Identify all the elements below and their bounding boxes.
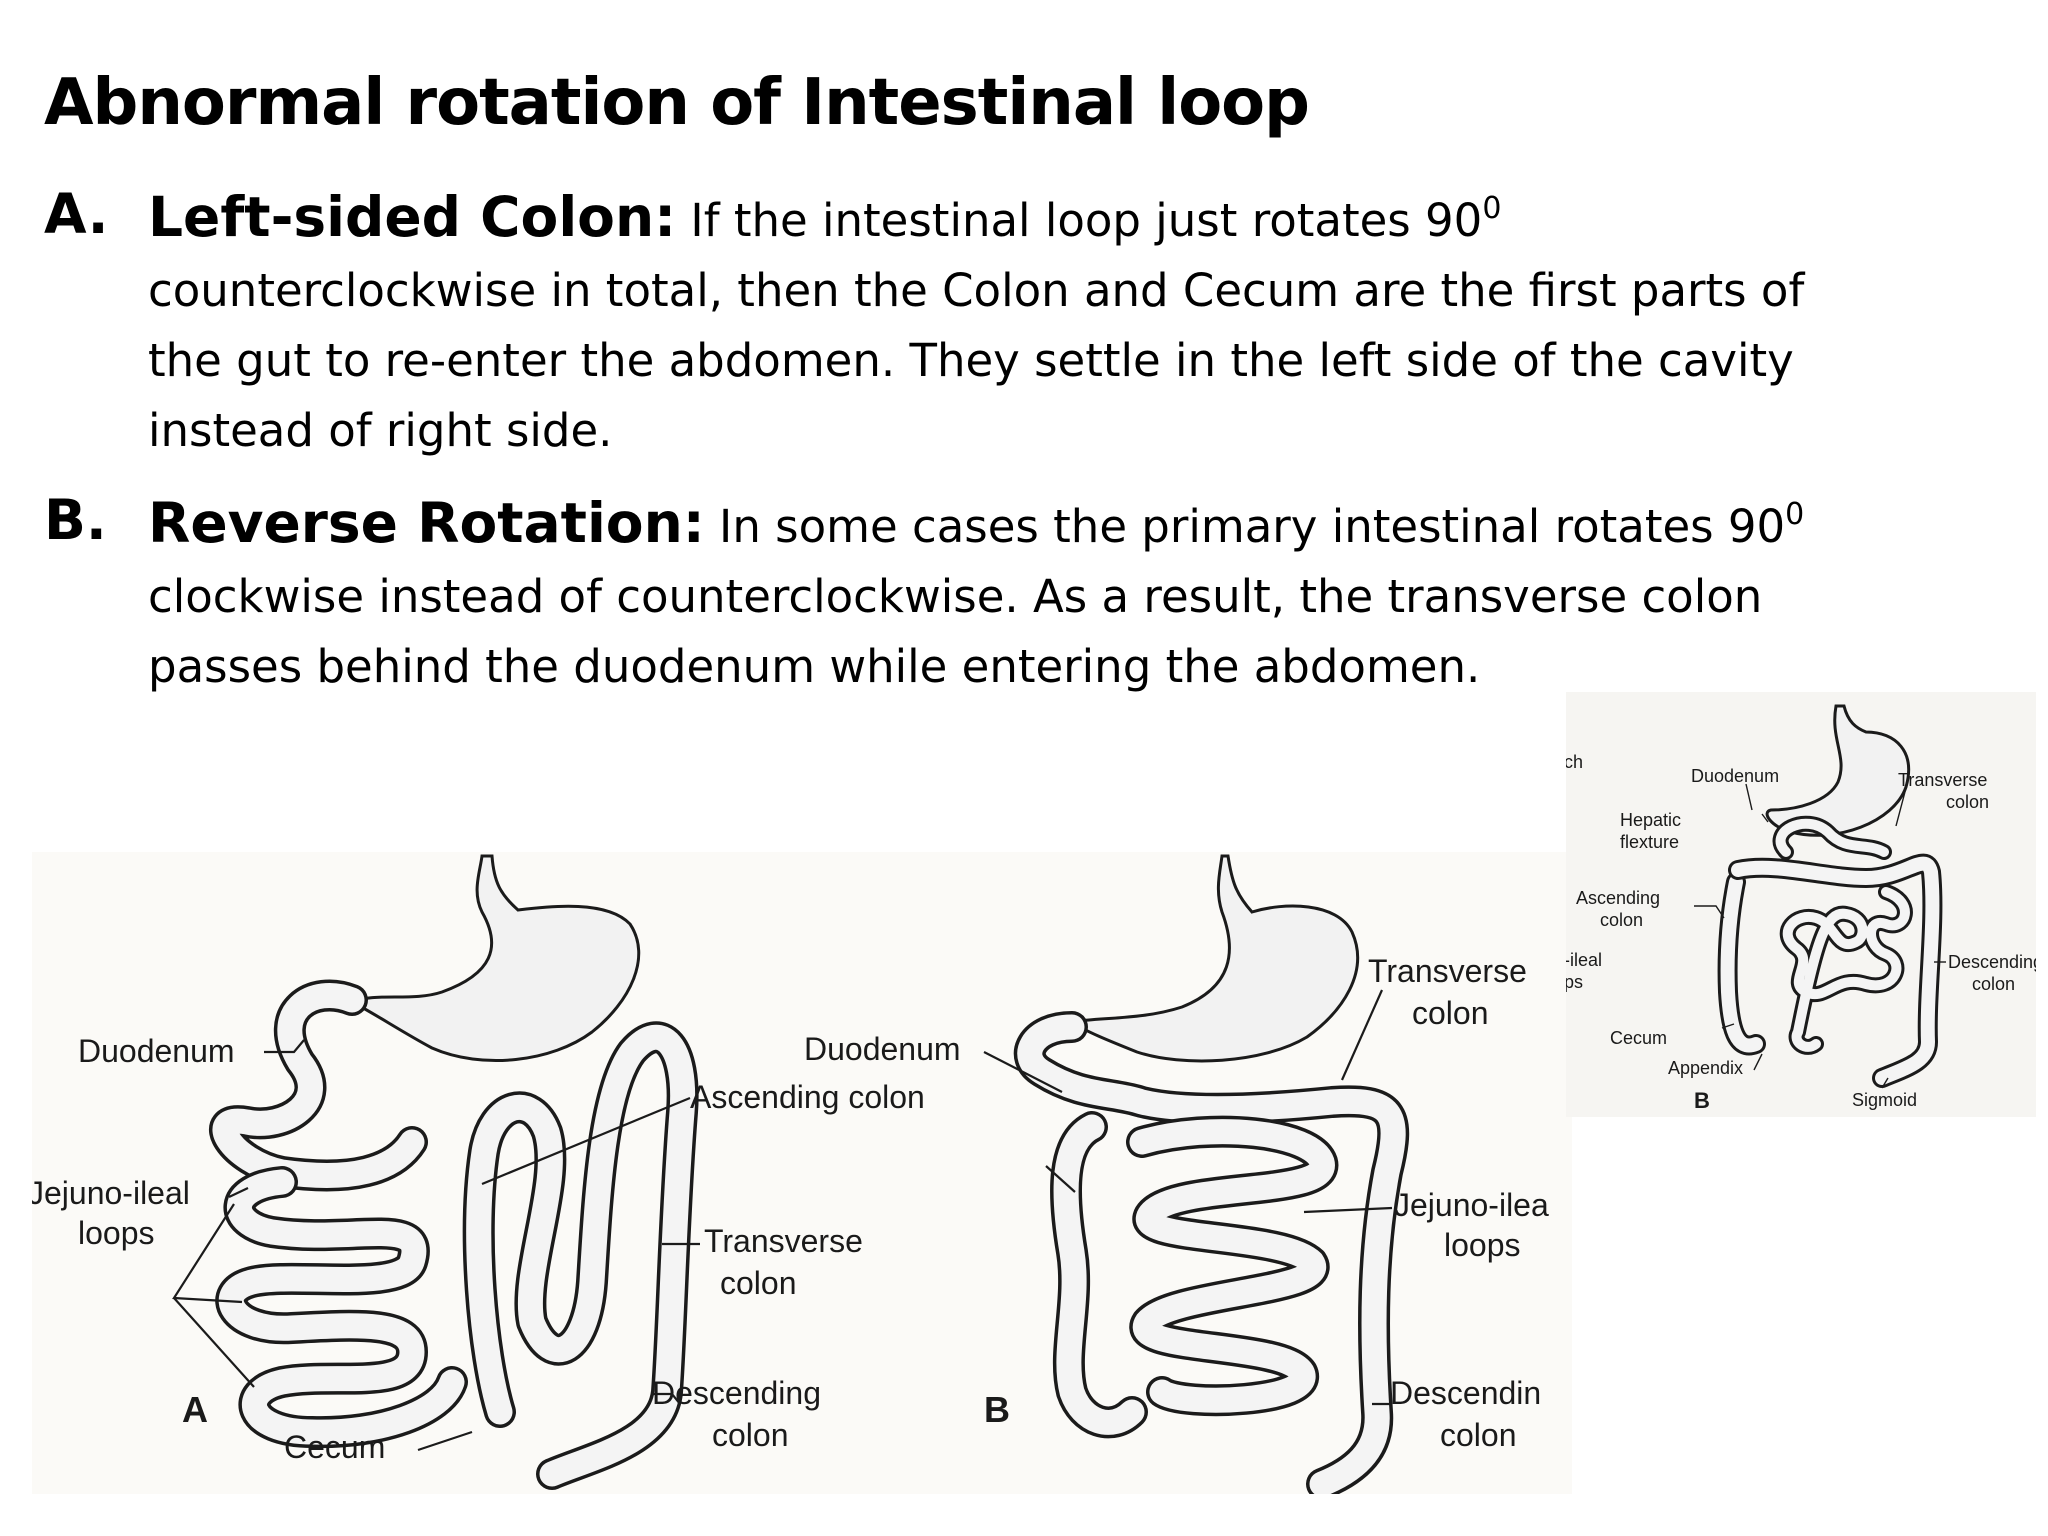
inset-label-ileal-line1: -ileal bbox=[1566, 950, 1602, 970]
inset-label-descending-line1: Descending bbox=[1948, 952, 2036, 972]
panel-a-letter: A bbox=[182, 1389, 208, 1430]
intestine-diagram-main-svg: Duodenum Jejuno-ileal loops Ascending co… bbox=[28, 854, 1549, 1500]
panel-b-stomach bbox=[1068, 854, 1359, 1063]
intestine-diagram-main: Duodenum Jejuno-ileal loops Ascending co… bbox=[28, 852, 1572, 1500]
bullet-text-b-part2: clockwise instead of counterclockwise. A… bbox=[148, 570, 1763, 693]
inset-label-ascending-line1: Ascending bbox=[1576, 888, 1660, 908]
label-b-jejuno-line1: Jejuno-ilea bbox=[1394, 1187, 1549, 1223]
label-a-ascending-colon: Ascending colon bbox=[690, 1079, 925, 1115]
degree-superscript-b: 0 bbox=[1785, 497, 1805, 532]
label-b-transverse-line2: colon bbox=[1412, 995, 1489, 1031]
intestine-diagram-inset-svg: ch Duodenum Hepatic flexture Transverse … bbox=[1564, 704, 2043, 1113]
inset-label-stomach-partial: ch bbox=[1566, 752, 1583, 772]
label-a-duodenum: Duodenum bbox=[78, 1033, 235, 1069]
inset-label-hepatic-line1: Hepatic bbox=[1620, 810, 1681, 830]
bullet-text-a-part1: If the intestinal loop just rotates 90 bbox=[676, 194, 1483, 247]
label-b-duodenum: Duodenum bbox=[804, 1031, 961, 1067]
bullet-item-a: A. Left-sided Colon: If the intestinal l… bbox=[44, 182, 1884, 466]
bullet-heading-a: Left-sided Colon: bbox=[148, 185, 677, 249]
slide-title: Abnormal rotation of Intestinal loop bbox=[44, 66, 1310, 140]
inset-label-duodenum: Duodenum bbox=[1691, 766, 1779, 786]
inset-label-hepatic-line2: flexture bbox=[1620, 832, 1679, 852]
bullet-text-a-part2: counterclockwise in total, then the Colo… bbox=[148, 264, 1805, 457]
inset-label-transverse-line2: colon bbox=[1946, 792, 1989, 812]
label-b-descending-line2: colon bbox=[1440, 1417, 1517, 1453]
panel-b-leader-lines bbox=[983, 989, 1393, 1406]
label-a-cecum: Cecum bbox=[284, 1429, 385, 1465]
inset-stomach bbox=[1765, 704, 1911, 837]
label-b-descending-line1: Descendin bbox=[1390, 1375, 1541, 1411]
bullet-text-b-part1: In some cases the primary intestinal rot… bbox=[704, 500, 1786, 553]
panel-a-stomach bbox=[348, 854, 641, 1062]
inset-label-ascending-line2: colon bbox=[1600, 910, 1643, 930]
panel-b-letter: B bbox=[984, 1389, 1010, 1430]
inset-label-cecum: Cecum bbox=[1610, 1028, 1667, 1048]
panel-a-leader-lines bbox=[172, 1039, 700, 1452]
bullet-item-b: B. Reverse Rotation: In some cases the p… bbox=[44, 488, 1884, 702]
intestine-diagram-inset: ch Duodenum Hepatic flexture Transverse … bbox=[1564, 692, 2043, 1117]
inset-label-sigmoid: Sigmoid bbox=[1852, 1090, 1917, 1110]
inset-panel-letter: B bbox=[1694, 1088, 1710, 1113]
degree-superscript-a: 0 bbox=[1482, 191, 1502, 226]
label-b-transverse-line1: Transverse bbox=[1368, 953, 1527, 989]
bullet-marker-a: A. bbox=[44, 182, 109, 246]
bullet-body-a: Left-sided Colon: If the intestinal loop… bbox=[148, 182, 1884, 466]
inset-label-transverse-line1: Transverse bbox=[1898, 770, 1987, 790]
inset-leader-lines bbox=[1694, 783, 1946, 1089]
label-a-transverse-line2: colon bbox=[720, 1265, 797, 1301]
label-a-descending-line2: colon bbox=[712, 1417, 789, 1453]
label-a-descending-line1: Descending bbox=[652, 1375, 821, 1411]
label-a-transverse-line1: Transverse bbox=[704, 1223, 863, 1259]
label-a-jejuno-line1: Jejuno-ileal bbox=[32, 1175, 190, 1211]
panel-b-illustration bbox=[1013, 854, 1410, 1500]
inset-label-descending-line2: colon bbox=[1972, 974, 2015, 994]
bullet-body-b: Reverse Rotation: In some cases the prim… bbox=[148, 488, 1884, 702]
inset-label-ileal-line2: ps bbox=[1566, 972, 1583, 992]
label-a-jejuno-line2: loops bbox=[78, 1215, 155, 1251]
bullet-heading-b: Reverse Rotation: bbox=[148, 491, 705, 555]
inset-label-appendix: Appendix bbox=[1668, 1058, 1743, 1078]
bullet-marker-b: B. bbox=[44, 488, 107, 552]
panel-a-illustration bbox=[209, 854, 699, 1490]
label-b-jejuno-line2: loops bbox=[1444, 1227, 1521, 1263]
inset-illustration bbox=[1717, 704, 1943, 1088]
